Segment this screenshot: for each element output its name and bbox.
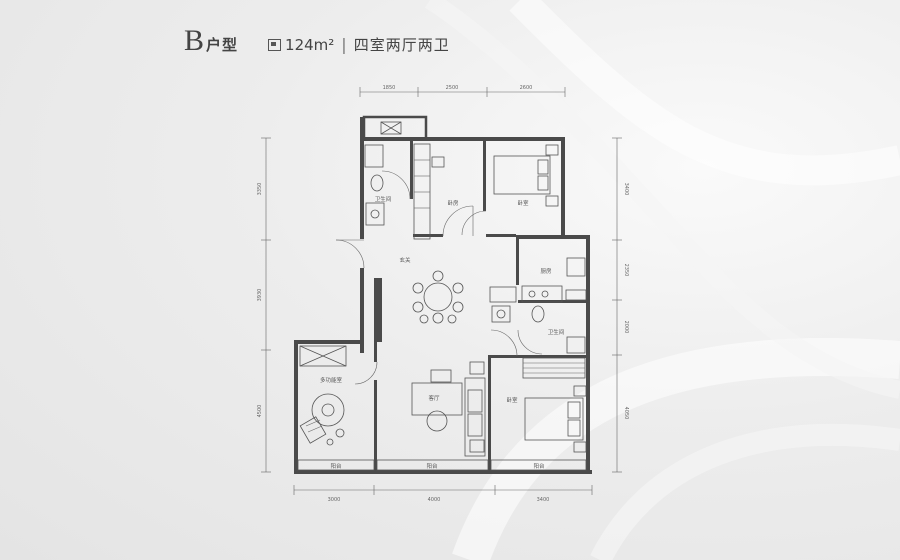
room-label-entrance: 玄关 (399, 256, 411, 264)
room-label-bedroom-2: 卧室 (517, 199, 529, 207)
dim-left-3: 4500 (257, 405, 263, 418)
dim-right-4: 4050 (623, 407, 629, 420)
room-label-bedroom-1: 卧房 (447, 199, 459, 207)
living-room-furniture (411, 361, 486, 457)
room-label-bathroom-1: 卫生间 (375, 195, 392, 203)
dim-right-2: 2350 (623, 264, 629, 277)
room-label-balcony-2: 阳台 (426, 462, 438, 470)
unit-type-label: 户型 (206, 36, 239, 54)
doors (335, 170, 543, 385)
room-label-balcony-1: 阳台 (330, 462, 342, 470)
dim-right-3: 2000 (623, 321, 629, 334)
room-label-living-room: 客厅 (428, 394, 440, 402)
room-label-bedroom-3: 卧室 (506, 396, 518, 404)
bedroom-1-furniture (413, 143, 445, 240)
multi-room-furniture (299, 345, 347, 446)
dimension-lines (261, 87, 622, 495)
area-icon (268, 39, 282, 51)
unit-title: B 户型 124m² | 四室两厅两卫 (184, 26, 450, 56)
area-block: 124m² (268, 36, 334, 54)
room-labels: 卫生间 卧房 卧室 玄关 厨房 卫生间 多功能室 客厅 卧室 阳台 阳台 阳台 (320, 195, 564, 470)
kitchen-fixtures (489, 257, 587, 303)
dim-left-2: 3930 (257, 289, 263, 302)
room-label-bathroom-2: 卫生间 (548, 328, 565, 336)
area-value: 124m² (285, 36, 335, 54)
bathroom-1-fixtures (364, 144, 385, 226)
dim-bottom-3: 3400 (537, 497, 550, 503)
room-label-multi-room: 多功能室 (320, 376, 343, 384)
dim-bottom-1: 3000 (328, 497, 341, 503)
dimension-labels: 1850 2500 2600 3000 4000 3400 3350 3930 … (257, 85, 629, 503)
unit-letter: B (184, 24, 205, 57)
room-label-kitchen: 厨房 (540, 267, 552, 275)
dim-top-1: 1850 (383, 85, 396, 91)
dim-top-3: 2600 (520, 85, 533, 91)
layout-description: 四室两厅两卫 (353, 36, 450, 54)
title-separator: | (341, 35, 347, 54)
dim-bottom-2: 4000 (428, 497, 441, 503)
dim-left-1: 3350 (257, 183, 263, 196)
dining-table (412, 270, 464, 324)
dim-right-1: 3400 (623, 183, 629, 196)
bedroom-3-furniture (524, 385, 587, 453)
bedroom-2-furniture (493, 144, 559, 207)
walls (294, 115, 592, 474)
room-label-balcony-3: 阳台 (533, 462, 545, 470)
dim-top-2: 2500 (446, 85, 459, 91)
bathroom-2-fixtures (491, 305, 586, 379)
